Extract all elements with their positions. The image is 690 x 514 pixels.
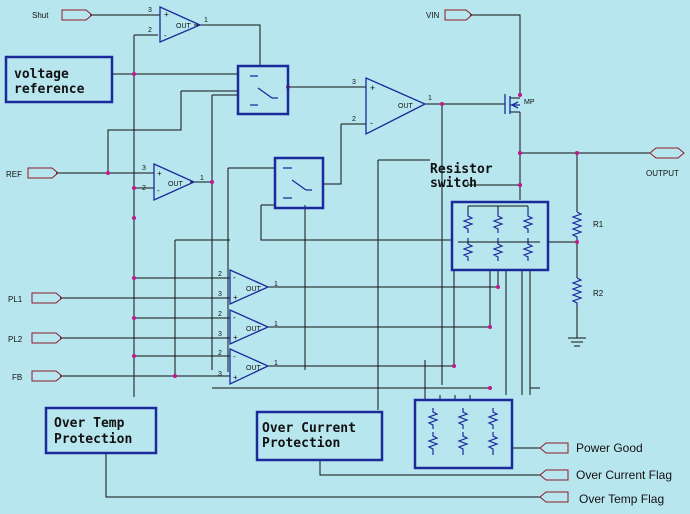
label-vin: VIN xyxy=(426,11,440,20)
upper-analog-switch xyxy=(236,64,290,116)
label-over-temp-flag: Over Temp Flag xyxy=(579,492,664,506)
svg-text:+: + xyxy=(370,83,375,93)
voltage-reference-block: voltage reference xyxy=(4,55,114,104)
svg-text:1: 1 xyxy=(200,175,204,182)
svg-text:-: - xyxy=(370,118,373,128)
svg-text:3: 3 xyxy=(148,7,152,14)
ref-comparator: + - OUT 3 2 1 xyxy=(142,162,204,202)
pl2-comparator: - + OUT 2 3 1 xyxy=(218,308,278,346)
label-power-good: Power Good xyxy=(576,441,643,455)
svg-text:+: + xyxy=(157,169,162,178)
svg-text:+: + xyxy=(164,10,169,19)
pin-pl1: PL1 xyxy=(8,292,63,304)
svg-text:3: 3 xyxy=(218,331,222,338)
resistor-r2: R2 xyxy=(571,277,604,306)
svg-text:2: 2 xyxy=(142,185,146,192)
svg-text:2: 2 xyxy=(218,350,222,357)
svg-text:OUT: OUT xyxy=(246,286,262,293)
label-output: OUTPUT xyxy=(646,169,679,178)
svg-text:OUT: OUT xyxy=(246,326,262,333)
svg-text:2: 2 xyxy=(352,116,356,123)
resistor-switch-line-1: Resistor xyxy=(430,162,493,177)
over-current-protection-block: Over Current Protection xyxy=(255,410,384,462)
svg-text:1: 1 xyxy=(274,360,278,367)
shut-comparator: + - OUT 3 2 1 xyxy=(148,5,208,43)
svg-text:R2: R2 xyxy=(593,289,604,298)
pin-over-current-flag: Over Current Flag xyxy=(539,468,672,482)
power-good-resistor-bank xyxy=(413,398,514,470)
over-temp-line-1: Over Temp xyxy=(54,416,125,431)
svg-text:+: + xyxy=(233,333,238,342)
over-temp-protection-block: Over Temp Protection xyxy=(44,406,158,455)
label-ref: REF xyxy=(6,170,22,179)
svg-text:OUT: OUT xyxy=(246,365,262,372)
pin-shut: Shut xyxy=(32,9,93,21)
svg-text:R1: R1 xyxy=(593,220,604,229)
wires xyxy=(56,14,650,498)
fb-comparator: - + OUT 2 3 1 xyxy=(218,347,278,386)
svg-text:-: - xyxy=(157,186,160,195)
lower-analog-switch xyxy=(273,156,325,210)
svg-text:2: 2 xyxy=(148,27,152,34)
svg-text:3: 3 xyxy=(352,79,356,86)
svg-text:-: - xyxy=(164,31,167,40)
svg-text:-: - xyxy=(233,313,236,322)
svg-text:1: 1 xyxy=(204,17,208,24)
resistor-r1: R1 xyxy=(571,211,604,240)
ground-symbol xyxy=(568,337,586,347)
pin-output: OUTPUT xyxy=(646,147,685,178)
junctions xyxy=(106,72,579,390)
over-temp-line-2: Protection xyxy=(54,432,132,447)
svg-text:+: + xyxy=(233,293,238,302)
label-pl1: PL1 xyxy=(8,295,23,304)
svg-text:1: 1 xyxy=(428,95,432,102)
vref-line-2: reference xyxy=(14,82,85,97)
pin-vin: VIN xyxy=(426,9,473,21)
svg-text:1: 1 xyxy=(274,281,278,288)
label-over-current-flag: Over Current Flag xyxy=(576,468,672,482)
vref-line-1: voltage xyxy=(14,67,69,82)
svg-text:OUT: OUT xyxy=(168,181,184,188)
svg-text:3: 3 xyxy=(218,371,222,378)
resistor-switch-block: Resistor switch xyxy=(430,162,550,272)
transistor-label: MP xyxy=(524,99,535,106)
svg-text:+: + xyxy=(233,373,238,382)
svg-text:2: 2 xyxy=(218,311,222,318)
svg-text:-: - xyxy=(233,273,236,282)
pin-over-temp-flag: Over Temp Flag xyxy=(539,491,664,506)
over-current-line-2: Protection xyxy=(262,436,340,451)
svg-text:2: 2 xyxy=(218,271,222,278)
svg-text:3: 3 xyxy=(142,165,146,172)
resistor-switch-line-2: switch xyxy=(430,176,477,191)
label-fb: FB xyxy=(12,373,22,382)
over-current-line-1: Over Current xyxy=(262,421,356,436)
label-shut: Shut xyxy=(32,11,49,20)
pass-transistor: MP xyxy=(504,95,535,114)
main-error-amp: + - OUT 3 2 1 xyxy=(352,77,432,136)
svg-text:OUT: OUT xyxy=(176,23,192,30)
svg-text:-: - xyxy=(233,352,236,361)
pl1-comparator: - + OUT 2 3 1 xyxy=(218,268,278,306)
svg-text:1: 1 xyxy=(274,321,278,328)
pin-pl2: PL2 xyxy=(8,332,63,344)
pin-power-good: Power Good xyxy=(539,441,643,455)
pin-ref: REF xyxy=(6,167,59,179)
pin-fb: FB xyxy=(12,370,63,382)
svg-text:3: 3 xyxy=(218,291,222,298)
svg-text:OUT: OUT xyxy=(398,103,414,110)
label-pl2: PL2 xyxy=(8,335,23,344)
